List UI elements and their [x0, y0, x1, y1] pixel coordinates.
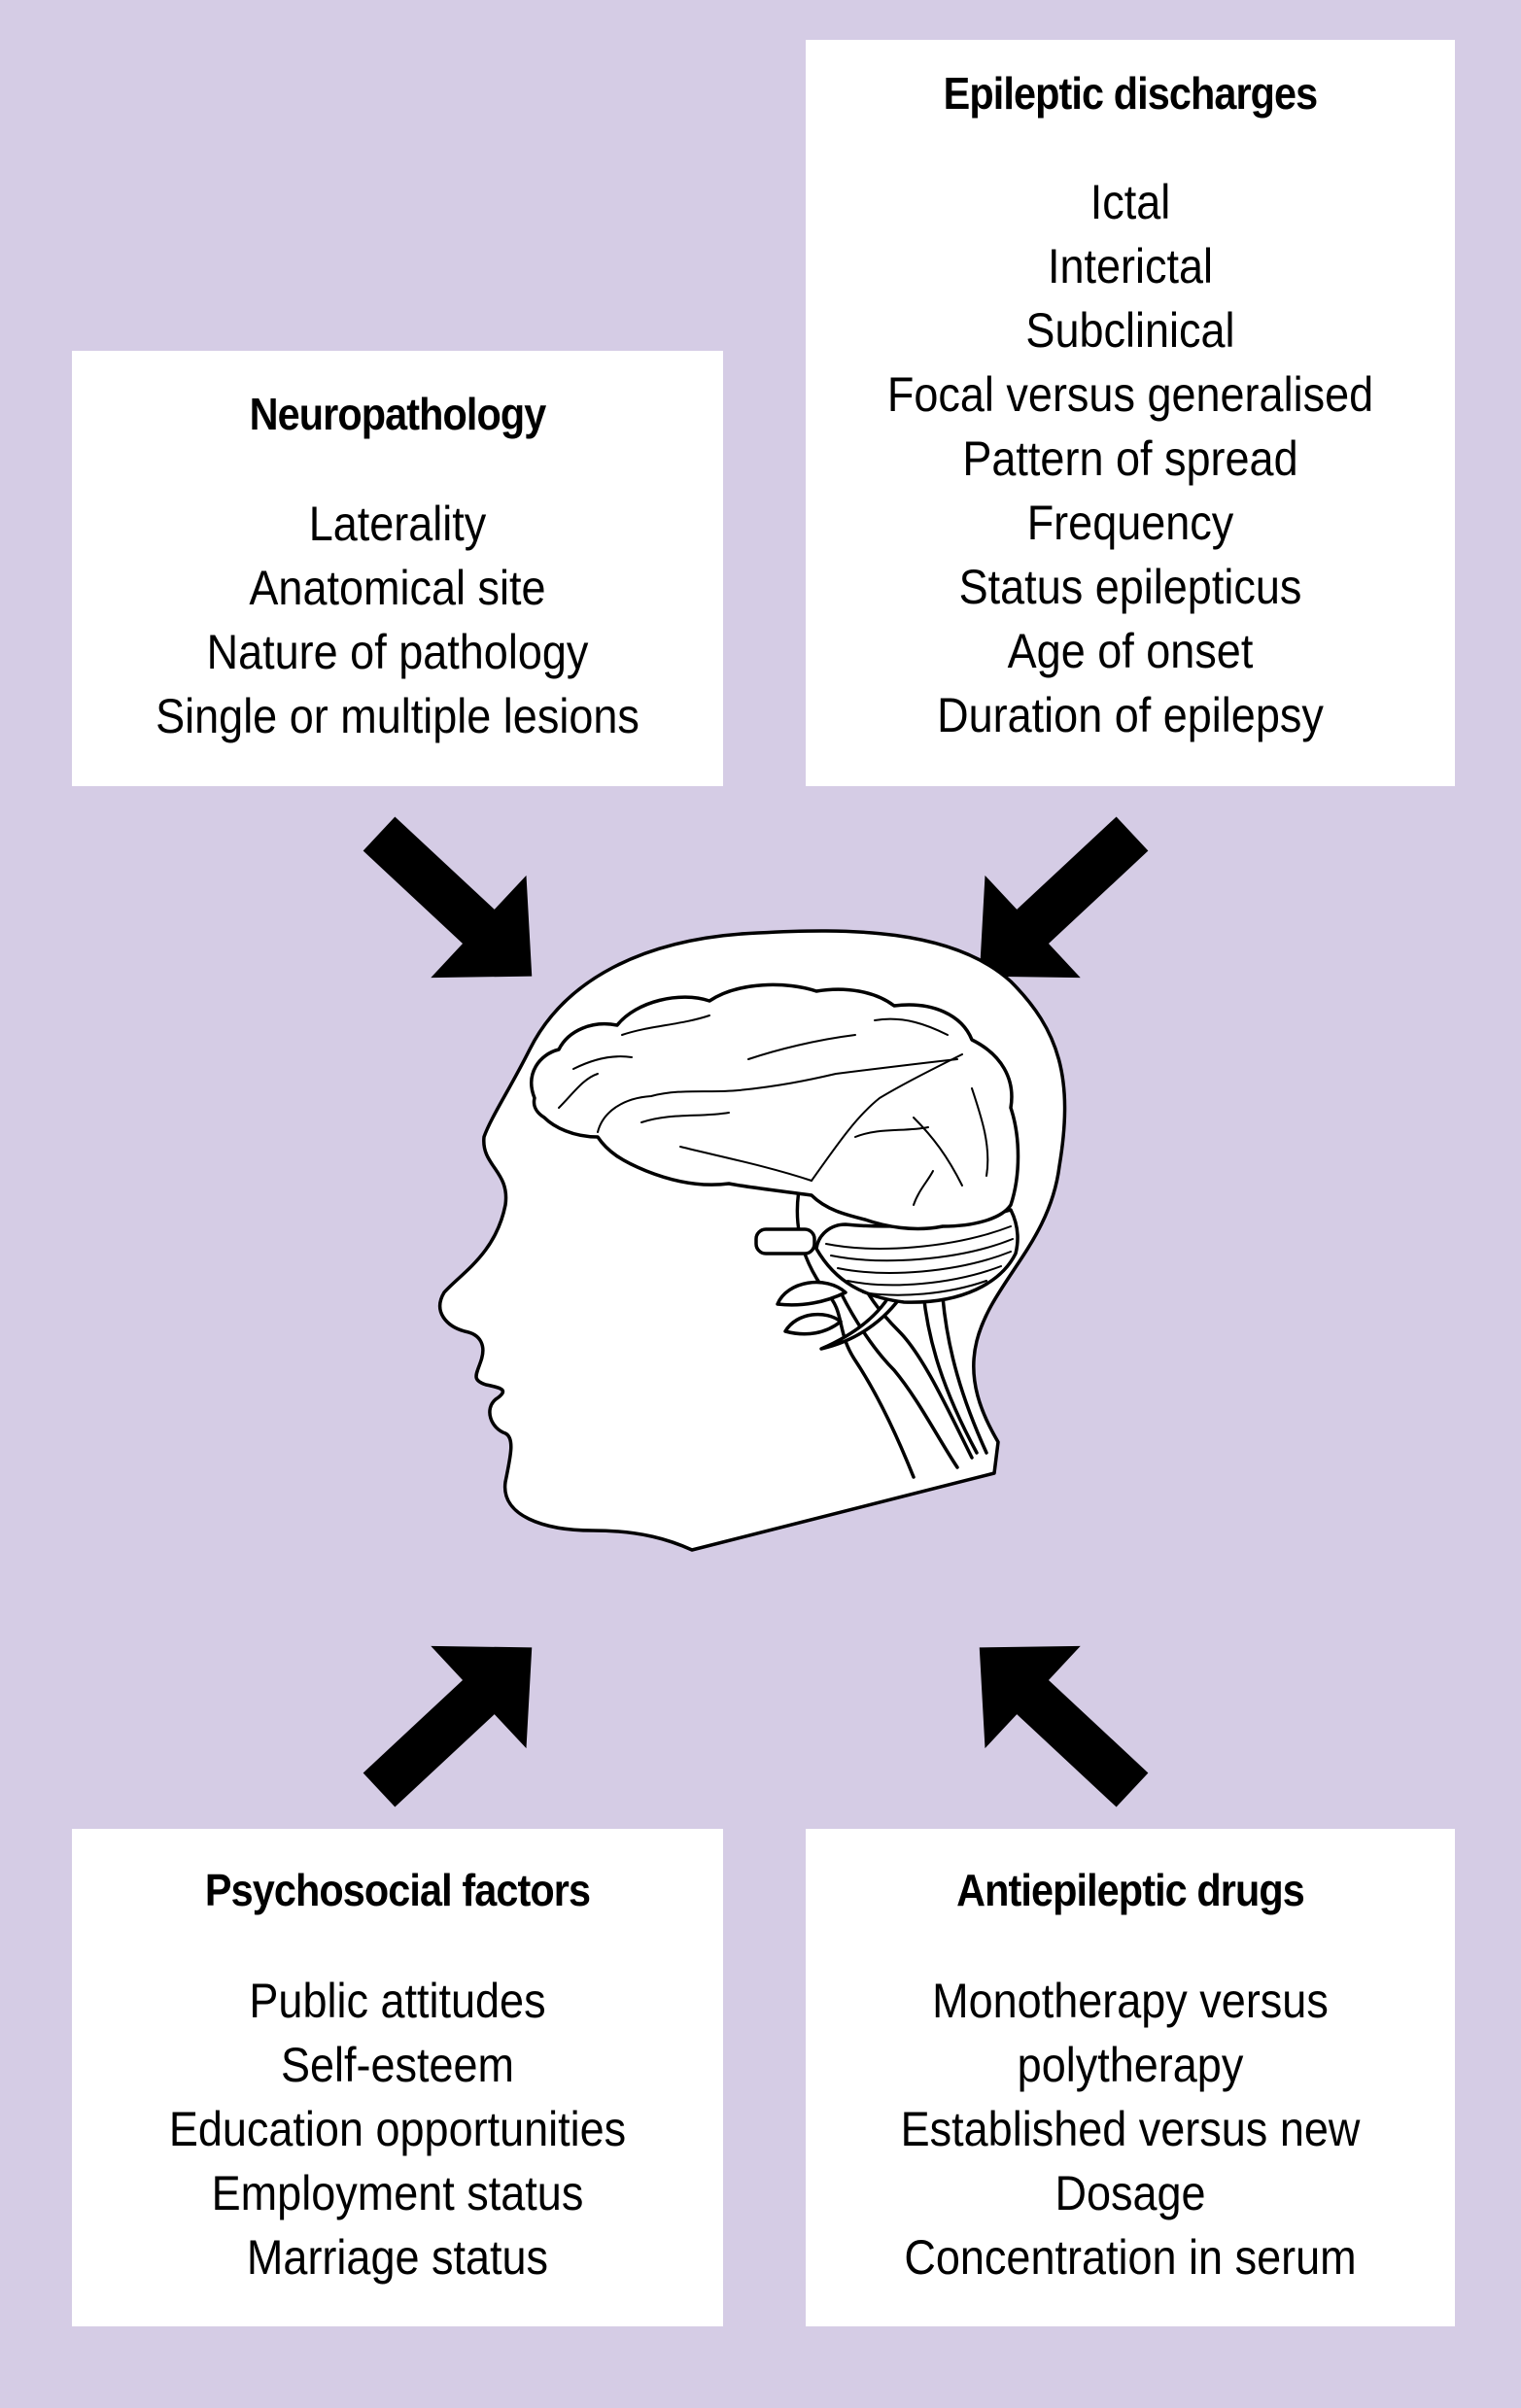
list-item: Single or multiple lesions	[156, 689, 640, 743]
psychosocial-factors-title: Psychosocial factors	[204, 1865, 591, 1915]
neuropathology-box: Neuropathology Laterality Anatomical sit…	[72, 351, 723, 786]
head-profile-with-brain-icon	[437, 929, 1067, 1552]
arrow-down-right-icon	[330, 782, 580, 1028]
list-item: Anatomical site	[249, 561, 546, 615]
neuropathology-list: Laterality Anatomical site Nature of pat…	[72, 492, 723, 748]
list-item: Ictal	[1089, 175, 1171, 229]
epileptic-discharges-title: Epileptic discharges	[943, 68, 1319, 119]
list-item: Public attitudes	[249, 1974, 546, 2028]
antiepileptic-drugs-title: Antiepileptic drugs	[956, 1865, 1305, 1915]
list-item: Age of onset	[1007, 624, 1254, 678]
list-item: Nature of pathology	[206, 625, 589, 679]
list-item: Subclinical	[1025, 303, 1235, 358]
list-item: Employment status	[211, 2166, 584, 2220]
list-item: Duration of epilepsy	[937, 688, 1324, 742]
arrow-up-left-icon	[931, 1596, 1181, 1841]
list-item: Self-esteem	[280, 2038, 515, 2092]
list-item: Concentration in serum	[904, 2230, 1357, 2285]
list-item: Frequency	[1026, 496, 1234, 550]
list-item: Laterality	[308, 497, 487, 551]
arrow-up-right-icon	[330, 1596, 580, 1841]
list-item: polytherapy	[1017, 2038, 1244, 2092]
list-item: Marriage status	[246, 2230, 549, 2285]
epileptic-discharges-box: Epileptic discharges Ictal Interictal Su…	[806, 40, 1455, 786]
list-item: Interictal	[1047, 239, 1214, 293]
psychosocial-factors-list: Public attitudes Self-esteem Education o…	[72, 1969, 723, 2289]
antiepileptic-drugs-list: Monotherapy versus polytherapy Establish…	[806, 1969, 1455, 2289]
list-item: Dosage	[1054, 2166, 1206, 2220]
psychosocial-factors-box: Psychosocial factors Public attitudes Se…	[72, 1829, 723, 2326]
epileptic-discharges-list: Ictal Interictal Subclinical Focal versu…	[806, 170, 1455, 747]
list-item: Education opportunities	[168, 2102, 627, 2156]
list-item: Pattern of spread	[962, 431, 1298, 486]
neuropathology-title: Neuropathology	[249, 389, 547, 439]
list-item: Status epilepticus	[958, 560, 1302, 614]
brain	[530, 982, 1020, 1231]
list-item: Established versus new	[900, 2102, 1361, 2156]
antiepileptic-drugs-box: Antiepileptic drugs Monotherapy versus p…	[806, 1829, 1455, 2326]
list-item: Monotherapy versus	[932, 1974, 1329, 2028]
list-item: Focal versus generalised	[886, 367, 1374, 422]
